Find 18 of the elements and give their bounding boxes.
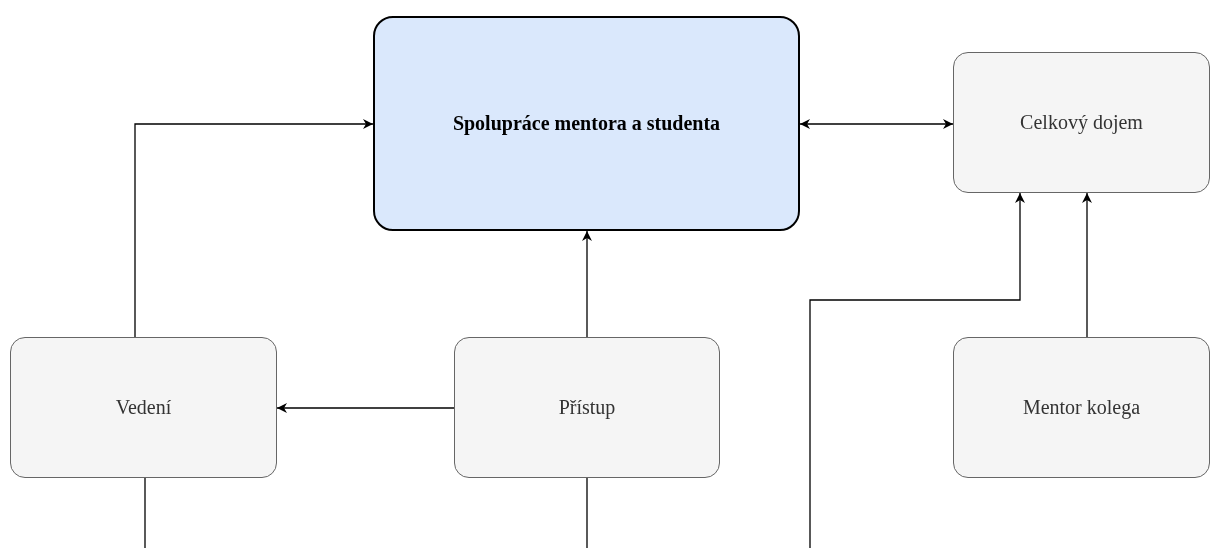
process-box [953,52,1210,193]
arrow [799,119,954,129]
node-label: Mentor kolega [1022,396,1141,419]
node-label: Spolupráce mentora a studenta [452,112,721,135]
process-box [373,16,800,231]
node-label: Celkový dojem [1020,111,1143,134]
arrow [1082,192,1092,338]
process-box [953,337,1210,478]
node-label: Přístup [558,396,616,419]
arrow [134,119,374,338]
process-box [10,337,277,478]
node-label: Vedení [115,396,172,419]
connector-line [586,477,588,548]
arrow [809,192,1025,548]
arrow [582,230,592,338]
arrow [276,403,455,413]
process-box [454,337,720,478]
connector-line [144,477,146,548]
